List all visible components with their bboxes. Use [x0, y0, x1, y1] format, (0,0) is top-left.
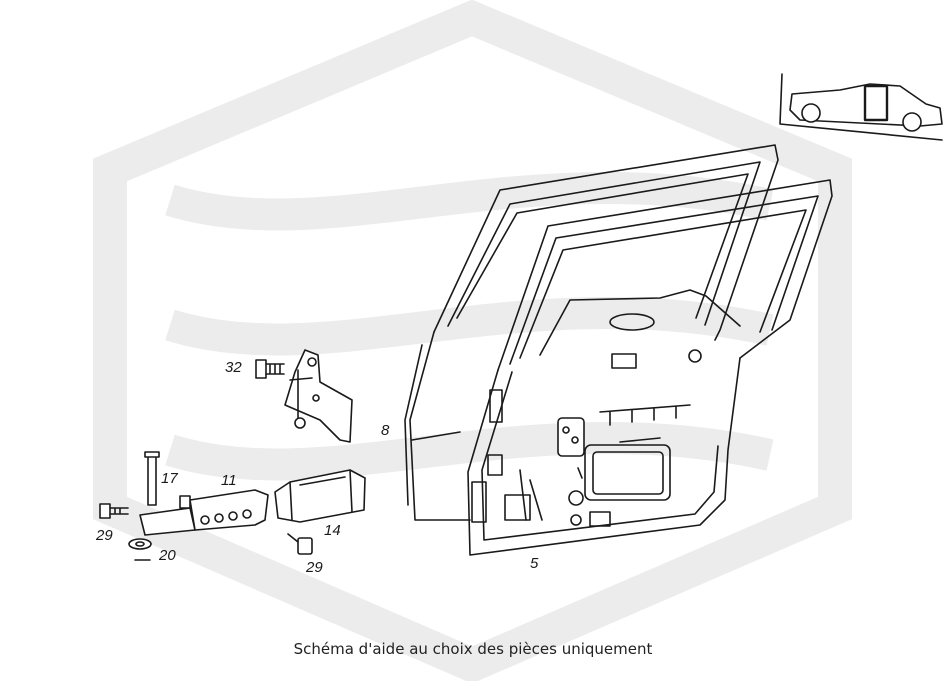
bolt-29-left	[99, 503, 129, 519]
car-side-locator-icon	[779, 73, 943, 141]
part-label-29-left: 29	[95, 527, 113, 544]
part-label-29-right: 29	[305, 559, 323, 576]
part-label-32: 32	[225, 359, 242, 376]
lower-hinge-assembly	[139, 451, 269, 536]
part-label-14: 14	[324, 522, 341, 539]
part-label-8: 8	[381, 422, 390, 439]
part-label-5: 5	[530, 555, 539, 572]
hexagon-logo-watermark-icon	[93, 0, 852, 681]
bolt-29-right	[287, 533, 313, 555]
upper-hinge-assembly	[255, 349, 353, 443]
door-shell-part-5	[467, 179, 833, 556]
diagram-caption: Schéma d'aide au choix des pièces unique…	[293, 640, 653, 658]
part-label-11: 11	[221, 472, 237, 489]
part-label-20: 20	[158, 547, 176, 564]
washer-20	[128, 538, 152, 561]
part-label-17: 17	[161, 470, 178, 487]
door-check-part-14	[274, 469, 366, 523]
door-frame-part-8	[404, 144, 779, 521]
